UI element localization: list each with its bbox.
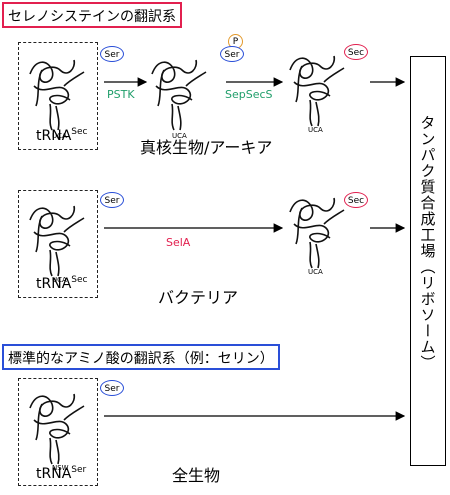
trna-sec-ser-2: [29, 205, 85, 277]
anticodon-6: NSW: [52, 464, 69, 472]
all-organisms-label: 全生物: [172, 466, 221, 485]
ser-circle-4: Ser: [100, 380, 124, 396]
trna-sec-sec-2: [289, 197, 345, 269]
trna-sec-label-2: tRNASec: [36, 275, 88, 292]
selenocysteine-translation-title: セレノシステインの翻訳系: [2, 2, 182, 28]
bacteria-label: バクテリア: [158, 288, 239, 307]
trna-sec-label-1-sup: Sec: [71, 127, 88, 137]
enzyme-pstk: PSTK: [107, 88, 135, 101]
trna-sec-label-2-sup: Sec: [71, 275, 88, 285]
trna-ser-label: tRNASer: [36, 465, 87, 482]
eukaryote-archaea-label: 真核生物/アーキア: [140, 138, 273, 157]
sec-circle-1: Sec: [344, 44, 368, 60]
anticodon-1: UCA: [52, 132, 67, 140]
ser-circle-2: Ser: [220, 46, 244, 62]
phospho-circle: P: [228, 34, 243, 49]
ribosome-box: タンパク質合成工場（リボソーム）: [410, 56, 446, 466]
trna-sec-sec-1: [289, 55, 345, 127]
standard-translation-title: 標準的なアミノ酸の翻訳系（例：セリン）: [2, 344, 280, 370]
trna-sec-phosphoser: [151, 59, 207, 131]
enzyme-sepsecs: SepSecS: [225, 88, 273, 101]
trna-sec-ser-1: [29, 59, 85, 131]
trna-box-all: [18, 378, 98, 486]
anticodon-2: UCA: [172, 132, 187, 140]
sec-circle-2: Sec: [344, 192, 368, 208]
trna-ser-label-sup: Ser: [71, 465, 87, 475]
trna-sec-label-1: tRNASec: [36, 127, 88, 144]
enzyme-sela: SelA: [166, 236, 191, 249]
trna-ser-label-main: tRNA: [36, 466, 72, 482]
anticodon-3: UCA: [308, 126, 323, 134]
anticodon-5: UCA: [308, 268, 323, 276]
trna-sec-label-2-main: tRNA: [36, 276, 72, 292]
anticodon-4: UCA: [52, 276, 67, 284]
trna-box-eukaryote: [18, 42, 98, 150]
ribosome-label: タンパク質合成工場（リボソーム）: [418, 115, 437, 371]
ser-circle-3: Ser: [100, 192, 124, 208]
ser-circle-1: Ser: [100, 46, 124, 62]
trna-sec-label-1-main: tRNA: [36, 128, 72, 144]
trna-box-bacteria: [18, 190, 98, 298]
trna-ser: [29, 393, 85, 465]
